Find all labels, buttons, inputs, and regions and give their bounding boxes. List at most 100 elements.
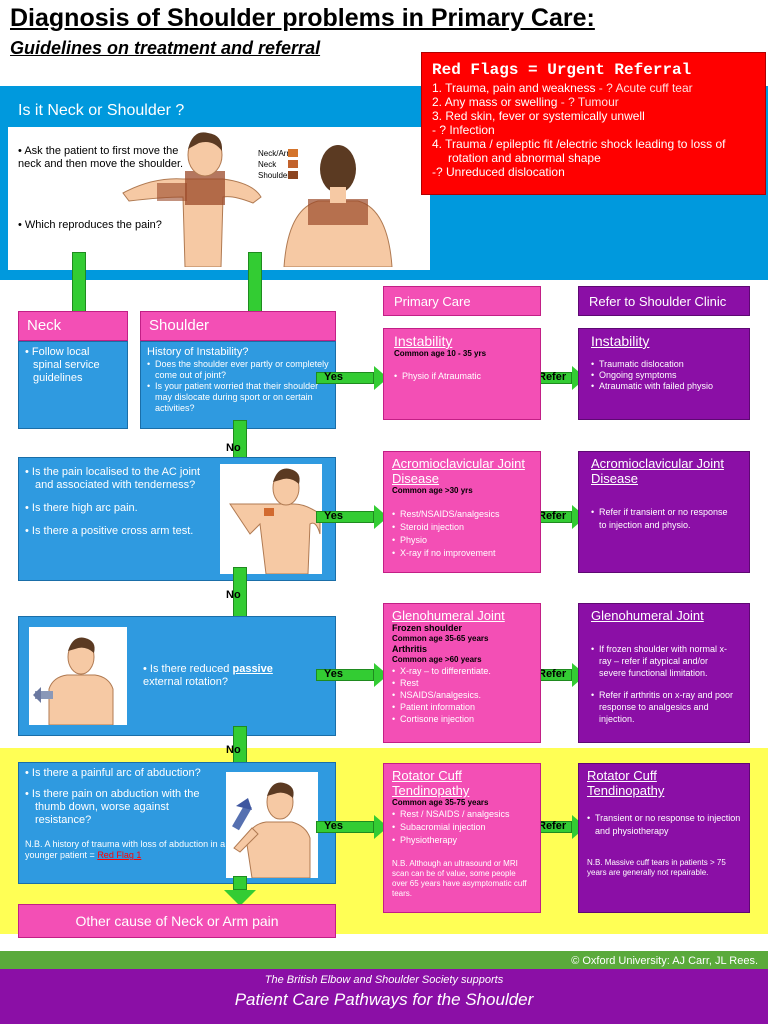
list-item: Transient or no response to injection an… xyxy=(587,812,741,838)
rc-nb: N.B. A history of trauma with loss of ab… xyxy=(25,839,226,860)
red-flag-1-link[interactable]: Red Flag 1 xyxy=(97,850,142,860)
red-flag-item: - ? Infection xyxy=(432,123,495,137)
ac-pc-list: Rest/NSAIDS/analgesics Steroid injection… xyxy=(392,508,532,560)
list-item: Traumatic dislocation xyxy=(591,359,737,370)
instability-rc-list: Traumatic dislocation Ongoing symptoms A… xyxy=(591,359,737,392)
rc-question-1: • Is there a painful arc of abduction? xyxy=(25,767,201,779)
rc-rc-title: Rotator Cuff Tendinopathy xyxy=(587,768,665,798)
ac-primary-box: Acromioclavicular Joint Disease Common a… xyxy=(383,451,541,573)
red-flag-item: 2. Any mass or swelling - ? Tumour xyxy=(432,95,619,109)
footer-support: The British Elbow and Shoulder Society s… xyxy=(264,974,504,986)
rc-rc-list: Transient or no response to injection an… xyxy=(587,812,741,838)
gh-external-rotation-figure xyxy=(33,637,114,726)
list-item: Physio if Atraumatic xyxy=(394,371,530,382)
front-figure-illustration xyxy=(122,132,262,267)
rc-abduction-figure xyxy=(232,782,311,879)
rc-pc-list: Rest / NSAIDS / analgesics Subacromial i… xyxy=(392,808,532,847)
instability-refer-box: Instability Traumatic dislocation Ongoin… xyxy=(578,328,750,420)
neck-or-shoulder-question: Is it Neck or Shoulder ? xyxy=(18,102,185,119)
other-cause-box: Other cause of Neck or Arm pain xyxy=(18,904,336,938)
instability-pc-title: Instability xyxy=(394,333,453,349)
shoulder-header: Shoulder xyxy=(140,311,336,341)
instability-question: History of Instability? xyxy=(147,346,249,358)
instability-pc-age: Common age 10 - 35 yrs xyxy=(394,349,487,358)
ac-question-2: • Is there high arc pain. xyxy=(25,502,138,514)
list-item: Ongoing symptoms xyxy=(591,370,737,381)
red-flag-item: 3. Red skin, fever or systemically unwel… xyxy=(432,109,645,123)
rc-primary-box: Rotator Cuff Tendinopathy Common age 35-… xyxy=(383,763,541,913)
legend-neck: Neck xyxy=(258,160,277,169)
refer-clinic-header: Refer to Shoulder Clinic xyxy=(578,286,750,316)
gh-pc-title: Glenohumeral Joint xyxy=(392,608,505,623)
gh-primary-box: Glenohumeral Joint Frozen shoulder Commo… xyxy=(383,603,541,743)
neck-shoulder-which: • Which reproduces the pain? xyxy=(18,219,162,231)
page-title: Diagnosis of Shoulder problems in Primar… xyxy=(10,4,595,32)
legend-shoulder-swatch xyxy=(288,171,298,179)
ac-figure-panel xyxy=(220,464,322,575)
yes-arrow-gh: Yes xyxy=(316,663,388,687)
gh-rc-title: Glenohumeral Joint xyxy=(591,608,704,623)
legend-neck-swatch xyxy=(288,160,298,168)
rc-rc-nb: N.B. Massive cuff tears in patients > 75… xyxy=(587,858,726,877)
gh-pc-frozen: Frozen shoulder xyxy=(392,623,463,633)
footer-banner: The British Elbow and Shoulder Society s… xyxy=(0,969,768,1024)
copyright-bar: © Oxford University: AJ Carr, JL Rees. xyxy=(0,951,768,969)
primary-care-header: Primary Care xyxy=(383,286,541,316)
list-item: Steroid injection xyxy=(392,521,532,534)
list-item: If frozen shoulder with normal x-ray – r… xyxy=(591,643,737,679)
rc-pc-nb: N.B. Although an ultrasound or MRI scan … xyxy=(392,859,527,898)
yes-arrow-instability: Yes xyxy=(316,366,388,390)
gh-refer-box: Glenohumeral Joint If frozen shoulder wi… xyxy=(578,603,750,743)
neck-header: Neck xyxy=(18,311,128,341)
legend-neck-arm: Neck/Arm xyxy=(258,149,294,158)
ac-pc-title: Acromioclavicular Joint Disease xyxy=(392,456,525,486)
ac-pc-age: Common age >30 yrs xyxy=(392,486,473,495)
red-flags-box: Red Flags = Urgent Referral 1. Trauma, p… xyxy=(421,52,766,195)
yes-arrow-rc: Yes xyxy=(316,815,388,839)
list-item: Refer if arthritis on x-ray and poor res… xyxy=(591,689,737,725)
list-item: X-ray – to differentiate. xyxy=(392,665,532,677)
red-flag-item: -? Unreduced dislocation xyxy=(432,165,565,179)
ac-question-1: • Is the pain localised to the AC joint … xyxy=(25,466,201,491)
red-flag-item: 1. Trauma, pain and weakness - ? Acute c… xyxy=(432,81,693,95)
instability-rc-title: Instability xyxy=(591,333,650,349)
list-item: Does the shoulder ever partly or complet… xyxy=(147,359,329,381)
red-flags-title: Red Flags = Urgent Referral xyxy=(432,61,692,79)
list-item: Physio xyxy=(392,534,532,547)
gh-pc-arthritis: Arthritis xyxy=(392,644,428,654)
back-figure-illustration xyxy=(283,145,393,267)
list-item: Physiotherapy xyxy=(392,834,532,847)
ac-cross-arm-figure xyxy=(229,468,321,575)
neck-shoulder-figure-panel: • Ask the patient to first move the neck… xyxy=(8,127,430,270)
list-item: Cortisone injection xyxy=(392,713,532,725)
rc-figure-panel xyxy=(226,772,318,879)
instability-question-list: Does the shoulder ever partly or complet… xyxy=(147,359,329,414)
list-item: Is your patient worried that their shoul… xyxy=(147,381,329,414)
neck-guideline: • Follow local spinal service guidelines xyxy=(25,346,100,384)
list-item: Rest xyxy=(392,677,532,689)
gh-question-box: • Is there reduced passive external rota… xyxy=(18,616,336,736)
red-flag-item: 4. Trauma / epileptic fit /electric shoc… xyxy=(432,137,726,165)
list-item: Rest / NSAIDS / analgesics xyxy=(392,808,532,821)
list-item: Patient information xyxy=(392,701,532,713)
instability-primary-box: Instability Common age 10 - 35 yrs Physi… xyxy=(383,328,541,420)
ac-question-3: • Is there a positive cross arm test. xyxy=(25,525,194,537)
rc-pc-title: Rotator Cuff Tendinopathy xyxy=(392,768,470,798)
ac-rc-list: Refer if transient or no response to inj… xyxy=(591,506,737,532)
gh-pc-frozen-age: Common age 35-65 years xyxy=(392,634,489,643)
shoulder-instability-box: History of Instability? Does the shoulde… xyxy=(140,341,336,429)
page-subtitle: Guidelines on treatment and referral xyxy=(10,38,321,58)
gh-question: • Is there reduced passive external rota… xyxy=(143,663,273,688)
arrow-to-other xyxy=(224,876,256,906)
red-flags-list: 1. Trauma, pain and weakness - ? Acute c… xyxy=(432,81,755,179)
list-item: Atraumatic with failed physio xyxy=(591,381,737,392)
gh-pc-list: X-ray – to differentiate. Rest NSAIDS/an… xyxy=(392,665,532,725)
ac-rc-title: Acromioclavicular Joint Disease xyxy=(591,456,724,486)
neck-box: • Follow local spinal service guidelines xyxy=(18,341,128,429)
gh-figure-panel xyxy=(29,627,127,726)
list-item: Rest/NSAIDS/analgesics xyxy=(392,508,532,521)
list-item: Refer if transient or no response to inj… xyxy=(591,506,737,532)
gh-pc-arthritis-age: Common age >60 years xyxy=(392,655,482,664)
ac-refer-box: Acromioclavicular Joint Disease Refer if… xyxy=(578,451,750,573)
rc-question-2: • Is there pain on abduction with the th… xyxy=(25,788,200,826)
